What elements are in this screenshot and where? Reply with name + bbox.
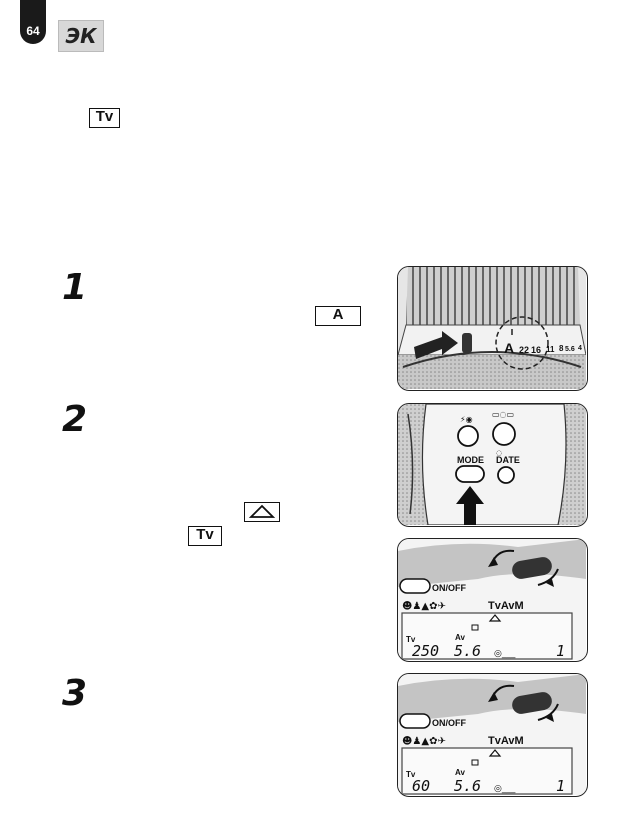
svg-text:▭◌▭: ▭◌▭ [492,410,514,419]
command-dial-lcd-photo: ON/OFF ☻♟▲✿✈ TvAvM Tv Av 250 5.6 ◎___ 1 [397,538,588,662]
lcd-shutter-value: 250 [412,642,439,660]
lcd-tv-label: Tv [406,635,416,644]
mode-button-label: MODE [457,455,484,465]
onoff-label-2: ON/OFF [432,718,466,728]
step-number-3: 3 [62,673,88,714]
step-number-2: 2 [62,399,88,440]
lcd-tv-label-2: Tv [406,770,416,779]
section-icon: ЭК [58,20,104,52]
lcd-frame-count-2: 1 [556,777,565,795]
lcd-mode-letters: TvAvM [488,600,524,612]
command-dial-lcd-photo-2: ON/OFF ☻♟▲✿✈ TvAvM Tv Av 60 5.6 ◎___ 1 [397,673,588,797]
lens-mark-5-6: 5.6 [565,346,575,353]
camera-buttons-photo: ⚡◉ ▭◌▭ ◌ MODE DATE [397,403,588,527]
lcd-aperture-value-2: 5.6 [454,777,481,795]
svg-text:◎___: ◎___ [494,784,516,794]
svg-text:◎___: ◎___ [494,649,516,659]
lens-mark-a: A [504,340,514,356]
lcd-mode-letters-2: TvAvM [488,735,524,747]
lens-mark-11: 11 [546,345,555,354]
program-shift-icon [244,502,280,522]
lens-mark-16: 16 [531,345,541,355]
lens-aperture-photo: A 22 16 11 8 5.6 4 [397,266,588,391]
lens-mark-22: 22 [519,345,529,355]
tv-mode-label: Tv [89,108,120,128]
svg-text:⚡◉: ⚡◉ [460,415,473,424]
lens-mark-8: 8 [559,344,564,353]
date-button-label: DATE [496,455,520,465]
lcd-frame-count: 1 [556,642,565,660]
a-mode-label: A [315,306,361,326]
svg-text:◌: ◌ [496,449,502,457]
lcd-aperture-value: 5.6 [454,642,481,660]
lcd-av-label-2: Av [455,768,465,777]
svg-text:☻♟▲✿✈: ☻♟▲✿✈ [402,735,446,747]
page-number-tab: 64 [20,0,46,44]
step-number-1: 1 [62,267,88,308]
lcd-shutter-value-2: 60 [412,777,430,795]
lens-mark-4: 4 [578,345,582,352]
svg-text:☻♟▲✿✈: ☻♟▲✿✈ [402,600,446,612]
tv-mode-label-2: Tv [188,526,222,546]
onoff-label: ON/OFF [432,583,466,593]
lcd-av-label: Av [455,633,465,642]
page-number: 64 [26,24,40,38]
